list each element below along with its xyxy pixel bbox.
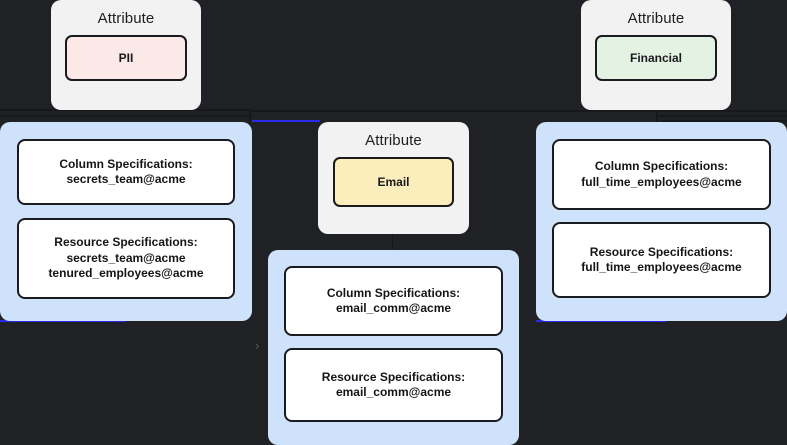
attribute-card-title: Attribute <box>627 10 685 27</box>
spec-box-heading: Column Specifications: <box>326 285 461 300</box>
spec-box-resource-specifications[interactable]: Resource Specifications: email_comm@acme <box>284 348 503 422</box>
attribute-card-financial[interactable]: Attribute Financial <box>581 0 731 110</box>
spec-panel-email-comm[interactable]: Column Specifications: email_comm@acme R… <box>268 250 519 445</box>
edge-right-horizontal-lower <box>660 120 787 122</box>
spec-panel-full-time-employees[interactable]: Column Specifications: full_time_employe… <box>536 122 787 321</box>
attribute-chip-pii[interactable]: PII <box>65 35 187 81</box>
spec-box-value: full_time_employees@acme <box>581 260 742 274</box>
attribute-card-title: Attribute <box>365 132 422 149</box>
attribute-chip-email[interactable]: Email <box>333 157 454 207</box>
edge-pii-vertical-drop <box>249 109 251 122</box>
edge-blue-right-bottom <box>536 320 666 322</box>
spec-box-column-specifications[interactable]: Column Specifications: full_time_employe… <box>552 139 771 210</box>
spec-box-value: email_comm@acme <box>335 301 452 315</box>
spec-panel-secrets-team[interactable]: Column Specifications: secrets_team@acme… <box>0 122 252 321</box>
edge-blue-left-bottom <box>0 320 126 322</box>
attribute-card-pii[interactable]: Attribute PII <box>51 0 201 110</box>
edge-arrow-icon: › <box>255 338 260 353</box>
spec-box-heading: Resource Specifications: <box>589 244 734 259</box>
spec-box-column-specifications[interactable]: Column Specifications: secrets_team@acme <box>17 139 235 205</box>
attribute-card-title: Attribute <box>97 10 155 27</box>
attribute-card-email[interactable]: Attribute Email <box>318 122 469 234</box>
spec-box-column-specifications[interactable]: Column Specifications: email_comm@acme <box>284 266 503 336</box>
spec-box-value: secrets_team@acme <box>66 250 186 265</box>
spec-box-value: email_comm@acme <box>335 385 452 399</box>
spec-box-heading: Column Specifications: <box>59 156 193 171</box>
edge-blue-center-top <box>252 120 320 122</box>
spec-box-value: tenured_employees@acme <box>48 266 204 281</box>
edge-financial-vertical-drop <box>656 104 658 122</box>
spec-box-heading: Column Specifications: <box>594 159 729 174</box>
spec-box-heading: Resource Specifications: <box>54 235 198 250</box>
edge-pii-horizontal-top <box>0 109 250 111</box>
spec-box-resource-specifications[interactable]: Resource Specifications: full_time_emplo… <box>552 222 771 298</box>
spec-box-value: full_time_employees@acme <box>581 174 742 189</box>
edge-spine-horizontal <box>250 110 787 112</box>
edge-financial-horizontal <box>658 115 787 117</box>
spec-box-value: secrets_team@acme <box>66 172 186 186</box>
spec-box-heading: Resource Specifications: <box>321 369 466 384</box>
attribute-chip-financial[interactable]: Financial <box>595 35 717 81</box>
spec-box-resource-specifications[interactable]: Resource Specifications: secrets_team@ac… <box>17 218 235 299</box>
edge-pii-horizontal-mid <box>0 115 252 117</box>
